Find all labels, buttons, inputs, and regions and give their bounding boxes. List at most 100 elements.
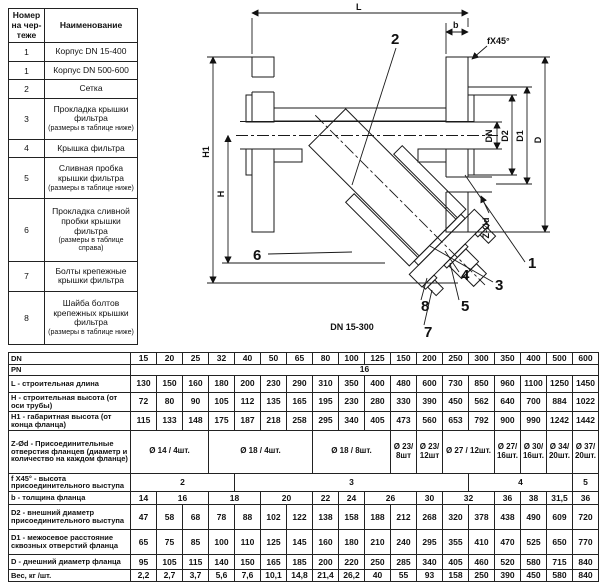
dims-cell: 95 (130, 554, 157, 571)
dims-cell: 185 (286, 554, 313, 571)
dims-cell: Ø 27/ 16шт. (494, 429, 521, 474)
dims-cell: 400 (364, 375, 391, 393)
dims-cell: 212 (390, 504, 417, 531)
dims-cell: 47 (130, 504, 157, 531)
branch-wall-upper (393, 144, 467, 219)
dims-cell: Ø 18 / 8шт. (312, 429, 391, 474)
dims-cell: 580 (546, 569, 573, 583)
dims-cell: 31,5 (546, 491, 573, 506)
part-number: 2 (8, 79, 45, 99)
dimension-H1: H1 (201, 56, 458, 284)
dims-cell: 350 (338, 375, 365, 393)
dims-cell: 295 (312, 410, 339, 431)
dims-cell: 960 (494, 375, 521, 393)
dims-cell: 450 (442, 392, 469, 412)
dims-cell: 18 (208, 491, 261, 506)
dimension-H: H (216, 134, 385, 264)
callout-7: 7 (424, 324, 432, 341)
part-number: 8 (8, 290, 45, 346)
dims-cell: Ø 18 / 4шт. (208, 429, 313, 474)
part-note: (размеры в таблице ниже) (48, 125, 134, 133)
dims-cell: 65 (286, 352, 313, 365)
dims-cell: 400 (520, 352, 547, 365)
dims-cell: 32 (442, 491, 495, 506)
callout-6: 6 (253, 247, 261, 264)
dims-cell: 580 (520, 554, 547, 571)
dims-cell: 150 (234, 554, 261, 571)
left-flange (245, 56, 275, 233)
dims-cell: 158 (338, 504, 365, 531)
dim-label-b: b (453, 20, 459, 30)
dims-cell: 562 (468, 392, 495, 412)
dims-cell: 990 (520, 410, 547, 431)
dims-cell: 210 (364, 529, 391, 556)
dims-cell: 55 (390, 569, 417, 583)
dims-cell: 85 (182, 529, 209, 556)
dims-cell: 16 (130, 364, 599, 376)
dims-cell: 500 (546, 352, 573, 365)
dims-cell: 220 (338, 554, 365, 571)
part-note: (размеры в таблице справа) (58, 237, 124, 253)
dims-cell: 1250 (546, 375, 573, 393)
dims-row-zd: Z-Ød - Присоединительные отверстия фланц… (8, 429, 599, 474)
callout-leaders (267, 47, 526, 326)
dims-cell: Ø 37/ 20шт. (572, 429, 599, 474)
dims-cell: 26 (364, 491, 417, 506)
cover-bolt-lower (426, 279, 444, 297)
part-name: Сетка (44, 79, 138, 99)
dims-row-label: H1 - габаритная высота (от конца фланца) (8, 410, 131, 431)
branch-centerline (314, 114, 486, 286)
dims-cell: 122 (286, 504, 313, 531)
dims-cell: 850 (468, 375, 495, 393)
dims-cell: 50 (260, 352, 287, 365)
callout-2: 2 (391, 31, 399, 48)
dims-cell: 653 (442, 410, 469, 431)
dims-row-label: D2 - внешний диаметр присоединительного … (8, 504, 131, 531)
dims-cell: 378 (468, 504, 495, 531)
dims-cell: 2,7 (156, 569, 183, 583)
dims-cell: 450 (520, 569, 547, 583)
dims-row-label: PN (8, 364, 131, 376)
dims-cell: 20 (156, 352, 183, 365)
part-number: 4 (8, 138, 45, 159)
dims-cell: 330 (390, 392, 417, 412)
dims-cell: 2 (130, 472, 235, 493)
dims-cell: 3,7 (182, 569, 209, 583)
part-name: Болты крепежные крышки фильтра (44, 260, 138, 292)
dims-cell: 148 (182, 410, 209, 431)
dims-row-label: H - строительная высота (от оси трубы) (8, 392, 131, 412)
part-number: 5 (8, 157, 45, 200)
dim-label-L: L (356, 2, 362, 12)
dims-row-h: H - строительная высота (от оси трубы)72… (8, 392, 599, 412)
dims-cell: 715 (546, 554, 573, 571)
dims-cell: 36 (572, 491, 599, 506)
dims-cell: 2,2 (130, 569, 157, 583)
dims-cell: 150 (390, 352, 417, 365)
dims-cell: 112 (234, 392, 261, 412)
dims-cell: 78 (208, 504, 235, 531)
dims-cell: 720 (572, 504, 599, 531)
dims-cell: 125 (260, 529, 287, 556)
dims-cell: 600 (572, 352, 599, 365)
dims-cell: 80 (312, 352, 339, 365)
dims-cell: 80 (156, 392, 183, 412)
dims-cell: 26,2 (338, 569, 365, 583)
dims-cell: 160 (312, 529, 339, 556)
dims-cell: 250 (364, 554, 391, 571)
dims-cell: 140 (208, 554, 235, 571)
dims-cell: 100 (338, 352, 365, 365)
dims-cell: 405 (442, 554, 469, 571)
pipe-body (236, 107, 498, 163)
dims-cell: 268 (416, 504, 443, 531)
dims-cell: 884 (546, 392, 573, 412)
technical-drawing: L b fX45° (201, 2, 550, 341)
